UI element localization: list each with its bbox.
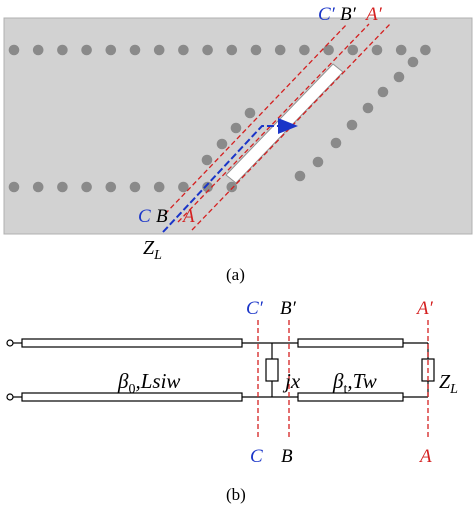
via-hole: [407, 56, 419, 68]
via-hole: [393, 71, 405, 83]
via-hole: [81, 181, 92, 193]
label-c-prime-b: C′: [246, 298, 264, 319]
via-hole: [274, 44, 286, 56]
via-hole: [226, 181, 238, 193]
via-hole: [323, 44, 334, 56]
label-a-b: A: [418, 446, 432, 467]
via-hole: [395, 44, 407, 56]
label-b-prime-a: B′: [340, 4, 357, 25]
label-a-prime-a: A′: [364, 4, 383, 25]
shunt-reactance: [265, 358, 279, 382]
via-hole: [32, 44, 44, 56]
label-a-prime-b: A′: [415, 298, 434, 319]
via-hole: [230, 122, 242, 134]
via-hole: [362, 102, 374, 114]
via-hole: [8, 44, 20, 56]
via-hole: [57, 44, 68, 56]
via-hole: [81, 44, 92, 56]
via-hole: [244, 107, 256, 119]
tline-2-top: [297, 338, 404, 348]
shunt-label: jx: [282, 369, 301, 393]
label-c-b: C: [250, 446, 263, 467]
via-hole: [420, 44, 431, 56]
via-hole: [294, 170, 306, 182]
plane-b-line-a: [177, 23, 370, 223]
section-1-label: β0,Lsiw: [117, 369, 180, 397]
tline-2-bottom: [297, 392, 404, 402]
label-c-a: C: [138, 206, 151, 227]
label-b-prime-b: B′: [280, 298, 297, 319]
via-hole: [226, 44, 238, 56]
via-hole: [330, 137, 342, 149]
via-hole: [371, 44, 383, 56]
via-hole: [347, 44, 359, 56]
terminal-bottom: [6, 393, 14, 401]
via-hole: [250, 44, 262, 56]
via-hole: [105, 44, 117, 56]
via-hole: [201, 154, 213, 166]
label-c-prime-a: C′: [318, 4, 336, 25]
via-hole: [202, 44, 213, 56]
label-b-b: B: [281, 446, 293, 467]
via-hole: [129, 181, 141, 193]
label-b-a: B: [156, 206, 168, 227]
section-2-label: βt,Tw: [332, 369, 377, 397]
panel-a: C′ B′ A′ C B A ZL (a): [3, 4, 473, 284]
caption-a: (a): [226, 265, 245, 284]
signal-arrow-icon: [278, 118, 298, 134]
via-row-group: [8, 44, 431, 193]
signal-path: [162, 125, 282, 233]
tline-1-bottom: [21, 392, 243, 402]
caption-b: (b): [226, 485, 246, 504]
plane-c-line-a: [164, 23, 348, 215]
via-hole: [8, 181, 20, 193]
load-label-b: ZL: [439, 371, 458, 397]
via-hole: [202, 181, 213, 193]
via-hole: [178, 181, 189, 193]
terminal-top: [6, 339, 14, 347]
via-hole: [216, 138, 228, 150]
via-hole: [377, 86, 389, 98]
via-hole: [105, 181, 117, 193]
via-hole: [299, 44, 310, 56]
via-hole: [346, 119, 358, 131]
tline-1-top: [21, 338, 243, 348]
via-hole: [153, 44, 165, 56]
label-a-a: A: [181, 206, 195, 227]
via-hole: [178, 44, 189, 56]
via-hole: [32, 181, 44, 193]
panel-b: C′ B′ A′ C B A β0,Lsiw jx βt,Tw ZL (b): [6, 298, 458, 504]
via-hole: [312, 156, 324, 168]
via-hole: [57, 181, 68, 193]
load-label-a: ZL: [143, 237, 162, 263]
via-hole: [153, 181, 165, 193]
via-hole: [129, 44, 141, 56]
